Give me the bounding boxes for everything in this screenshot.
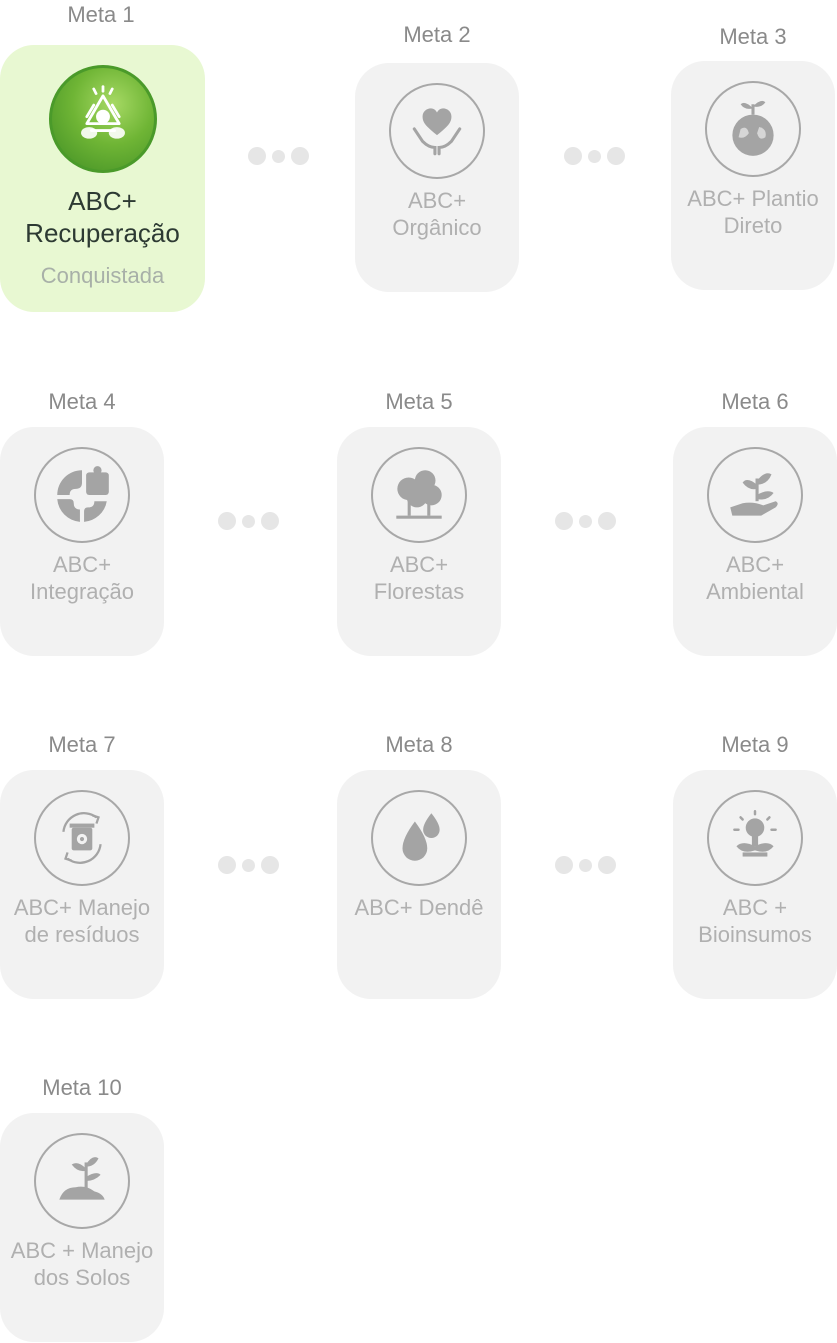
goal-title-7: ABC+ Manejo de resíduos bbox=[13, 895, 151, 947]
trees-icon bbox=[371, 447, 467, 543]
connector-dots-1-2 bbox=[248, 147, 309, 165]
heart-hands-icon bbox=[389, 83, 485, 179]
meta-label-1: Meta 1 bbox=[67, 2, 135, 27]
goal-title-1: ABC+ Recuperação bbox=[25, 186, 180, 248]
connector-dots-5-6 bbox=[555, 512, 616, 530]
meta-label-9: Meta 9 bbox=[721, 732, 789, 757]
hand-plant-icon bbox=[707, 447, 803, 543]
goal-title-6: ABC+ Ambiental bbox=[706, 552, 804, 604]
goal-title-2: ABC+ Orgânico bbox=[392, 188, 482, 240]
recovery-cycle-icon bbox=[48, 65, 157, 173]
oil-drops-icon bbox=[371, 790, 467, 886]
meta-label-7: Meta 7 bbox=[48, 732, 116, 757]
connector-dots-4-5 bbox=[218, 512, 279, 530]
meta-label-2: Meta 2 bbox=[403, 22, 471, 47]
meta-label-5: Meta 5 bbox=[385, 389, 453, 414]
meta-label-8: Meta 8 bbox=[385, 732, 453, 757]
bulb-plant-icon bbox=[707, 790, 803, 886]
meta-label-3: Meta 3 bbox=[719, 24, 787, 49]
goal-card-10[interactable]: ABC + Manejo dos Solos bbox=[0, 1113, 164, 1342]
meta-label-4: Meta 4 bbox=[48, 389, 116, 414]
goal-card-1[interactable]: ABC+ Recuperação Conquistada bbox=[0, 45, 205, 312]
goal-card-2[interactable]: ABC+ Orgânico bbox=[355, 63, 519, 292]
planet-plant-icon bbox=[705, 81, 801, 177]
recycle-bin-icon bbox=[34, 790, 130, 886]
goal-title-4: ABC+ Integração bbox=[30, 552, 134, 604]
goal-title-10: ABC + Manejo dos Solos bbox=[10, 1238, 154, 1290]
goal-card-8[interactable]: ABC+ Dendê bbox=[337, 770, 501, 999]
goal-card-3[interactable]: ABC+ Plantio Direto bbox=[671, 61, 835, 290]
connector-dots-7-8 bbox=[218, 856, 279, 874]
meta-label-10: Meta 10 bbox=[42, 1075, 122, 1100]
soil-sprout-icon bbox=[34, 1133, 130, 1229]
goal-title-8: ABC+ Dendê bbox=[354, 895, 484, 920]
goal-card-4[interactable]: ABC+ Integração bbox=[0, 427, 164, 656]
meta-label-6: Meta 6 bbox=[721, 389, 789, 414]
goal-card-5[interactable]: ABC+ Florestas bbox=[337, 427, 501, 656]
puzzle-icon bbox=[34, 447, 130, 543]
goal-title-3: ABC+ Plantio Direto bbox=[687, 186, 819, 238]
connector-dots-8-9 bbox=[555, 856, 616, 874]
goal-title-5: ABC+ Florestas bbox=[373, 552, 465, 604]
goal-card-6[interactable]: ABC+ Ambiental bbox=[673, 427, 837, 656]
goal-title-9: ABC + Bioinsumos bbox=[698, 895, 812, 947]
connector-dots-2-3 bbox=[564, 147, 625, 165]
goal-card-7[interactable]: ABC+ Manejo de resíduos bbox=[0, 770, 164, 999]
goal-card-9[interactable]: ABC + Bioinsumos bbox=[673, 770, 837, 999]
goal-status-badge: Conquistada bbox=[40, 263, 165, 288]
